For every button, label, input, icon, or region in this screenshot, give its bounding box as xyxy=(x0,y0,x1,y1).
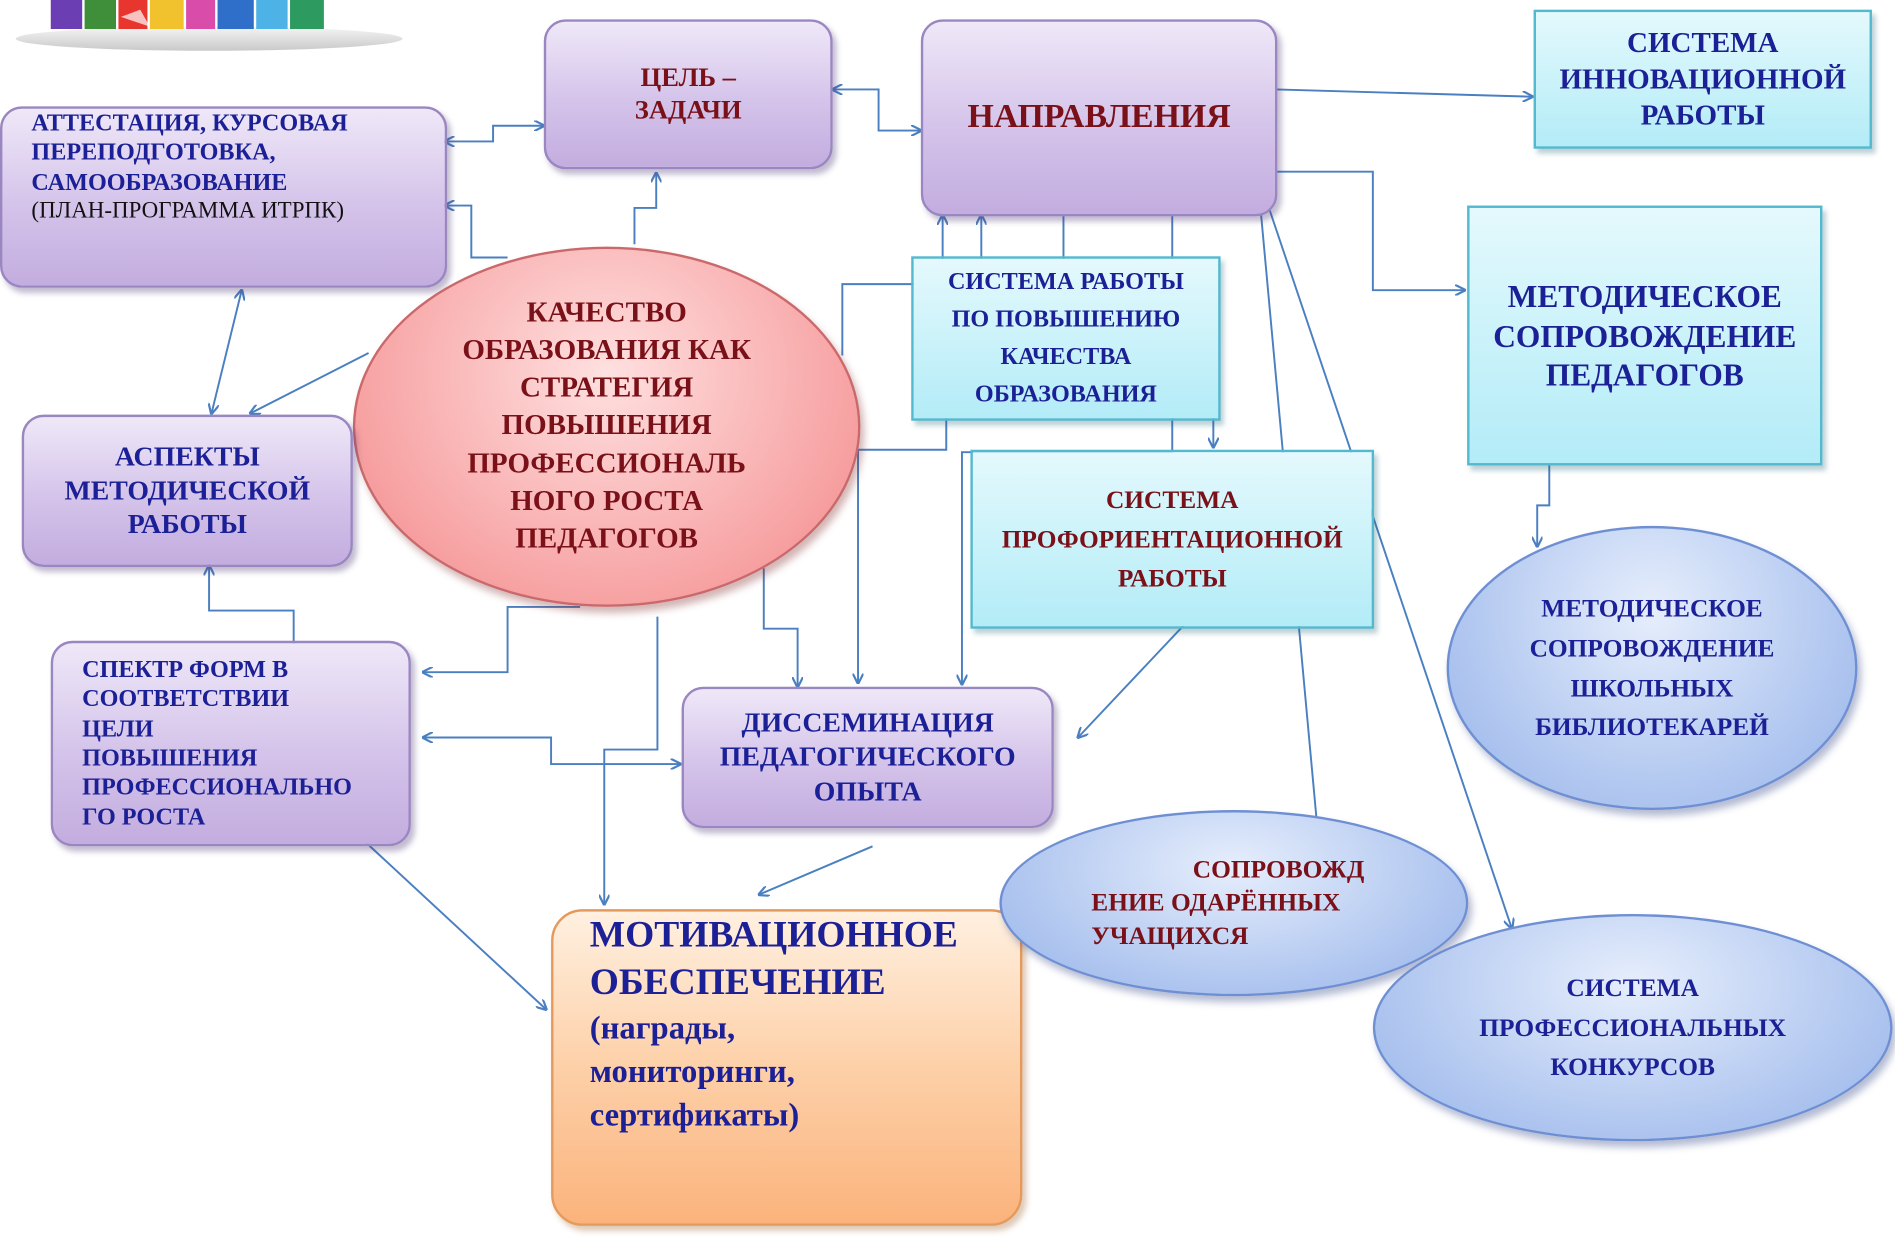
methodical-support-label: МЕТОДИЧЕСКОЕ СОПРОВОЖДЕНИЕ ПЕДАГОГОВ xyxy=(1493,279,1797,393)
connector-methodical-librarians xyxy=(1537,465,1551,546)
connector-aspects-forms xyxy=(209,566,294,663)
forms-spectrum-label: СПЕКТР ФОРМ В СООТВЕТСТВИИ ЦЕЛИ ПОВЫШЕНИ… xyxy=(82,656,352,831)
central-quality-ellipse: КАЧЕСТВО ОБРАЗОВАНИЯ КАК СТРАТЕГИЯ ПОВЫШ… xyxy=(352,246,861,607)
connector-quality-dissemination xyxy=(858,417,948,683)
connector-center-goal xyxy=(633,173,656,245)
connector-directions-methodical xyxy=(1276,170,1465,290)
methodical-support-box: МЕТОДИЧЕСКОЕ СОПРОВОЖДЕНИЕ ПЕДАГОГОВ xyxy=(1467,205,1823,466)
connector-center-dissemination xyxy=(762,568,798,686)
connector-center-motivation xyxy=(604,616,659,905)
aspects-label: АСПЕКТЫ МЕТОДИЧЕСКОЙ РАБОТЫ xyxy=(64,441,311,540)
connector-goal-directions xyxy=(833,89,921,130)
quality-system-label: Система работы по повышению качества обр… xyxy=(947,268,1184,408)
career-guidance-box: Система профориентационной работы xyxy=(970,449,1375,629)
books-logo-icon xyxy=(15,0,403,51)
motivation-subtitle: (награды, мониторинги, сертификаты) xyxy=(589,1008,800,1134)
connector-center-aspects xyxy=(250,352,370,413)
dissemination-box: ДИССЕМИНАЦИЯ ПЕДАГОГИЧЕСКОГО ОПЫТА xyxy=(681,686,1054,829)
aspects-box: АСПЕКТЫ МЕТОДИЧЕСКОЙ РАБОТЫ xyxy=(21,414,353,568)
innovation-system-label: Система инновационной работы xyxy=(1559,27,1847,132)
contests-system-ellipse: Система профессиональных конкурсов xyxy=(1372,914,1893,1142)
forms-spectrum-box: СПЕКТР ФОРМ В СООТВЕТСТВИИ ЦЕЛИ ПОВЫШЕНИ… xyxy=(50,640,411,847)
connector-center-attestation xyxy=(445,206,508,259)
central-quality-label: КАЧЕСТВО ОБРАЗОВАНИЯ КАК СТРАТЕГИЯ ПОВЫШ… xyxy=(462,297,751,555)
connector-center-quality-directions xyxy=(841,215,942,356)
contests-system-label: Система профессиональных конкурсов xyxy=(1479,973,1787,1082)
attestation-plan-label: (план-программа ИТРПК) xyxy=(31,198,345,224)
connector-directions-innovation xyxy=(1276,88,1532,96)
directions-box: НАПРАВЛЕНИЯ xyxy=(920,19,1278,217)
motivation-title: МОТИВАЦИОННОЕ ОБЕСПЕЧЕНИЕ xyxy=(589,912,958,1002)
gifted-students-label: сопровожд ение одарённых учащихся xyxy=(1091,854,1365,950)
goal-tasks-box: ЦЕЛЬ – ЗАДАЧИ xyxy=(543,19,833,170)
innovation-system-box: Система инновационной работы xyxy=(1533,9,1872,149)
directions-label: НАПРАВЛЕНИЯ xyxy=(967,98,1231,136)
goal-tasks-label: ЦЕЛЬ – ЗАДАЧИ xyxy=(634,61,742,125)
motivation-box: МОТИВАЦИОННОЕ ОБЕСПЕЧЕНИЕ (награды, мони… xyxy=(551,909,1023,1226)
attestation-box: Аттестация, курсовая переподготовка, сам… xyxy=(0,106,448,288)
connector-attestation-aspects xyxy=(211,290,241,413)
dissemination-label: ДИССЕМИНАЦИЯ ПЕДАГОГИЧЕСКОГО ОПЫТА xyxy=(719,707,1016,806)
quality-system-box: Система работы по повышению качества обр… xyxy=(911,256,1221,421)
librarians-support-label: Методическое сопровождение школьных библ… xyxy=(1529,594,1775,742)
connector-attestation-goal xyxy=(445,126,544,142)
connector-forms-motivation xyxy=(349,827,546,1009)
career-guidance-label: Система профориентационной работы xyxy=(1001,485,1343,593)
connector-center-forms xyxy=(423,605,581,672)
librarians-support-ellipse: Методическое сопровождение школьных библ… xyxy=(1446,525,1858,811)
connector-dissemination-motivation xyxy=(759,845,873,894)
attestation-label: Аттестация, курсовая переподготовка, сам… xyxy=(31,110,348,196)
connector-forms-dissemination xyxy=(423,737,680,764)
gifted-students-ellipse: сопровожд ение одарённых учащихся xyxy=(999,810,1469,997)
connector-directions-contests xyxy=(1268,207,1512,929)
